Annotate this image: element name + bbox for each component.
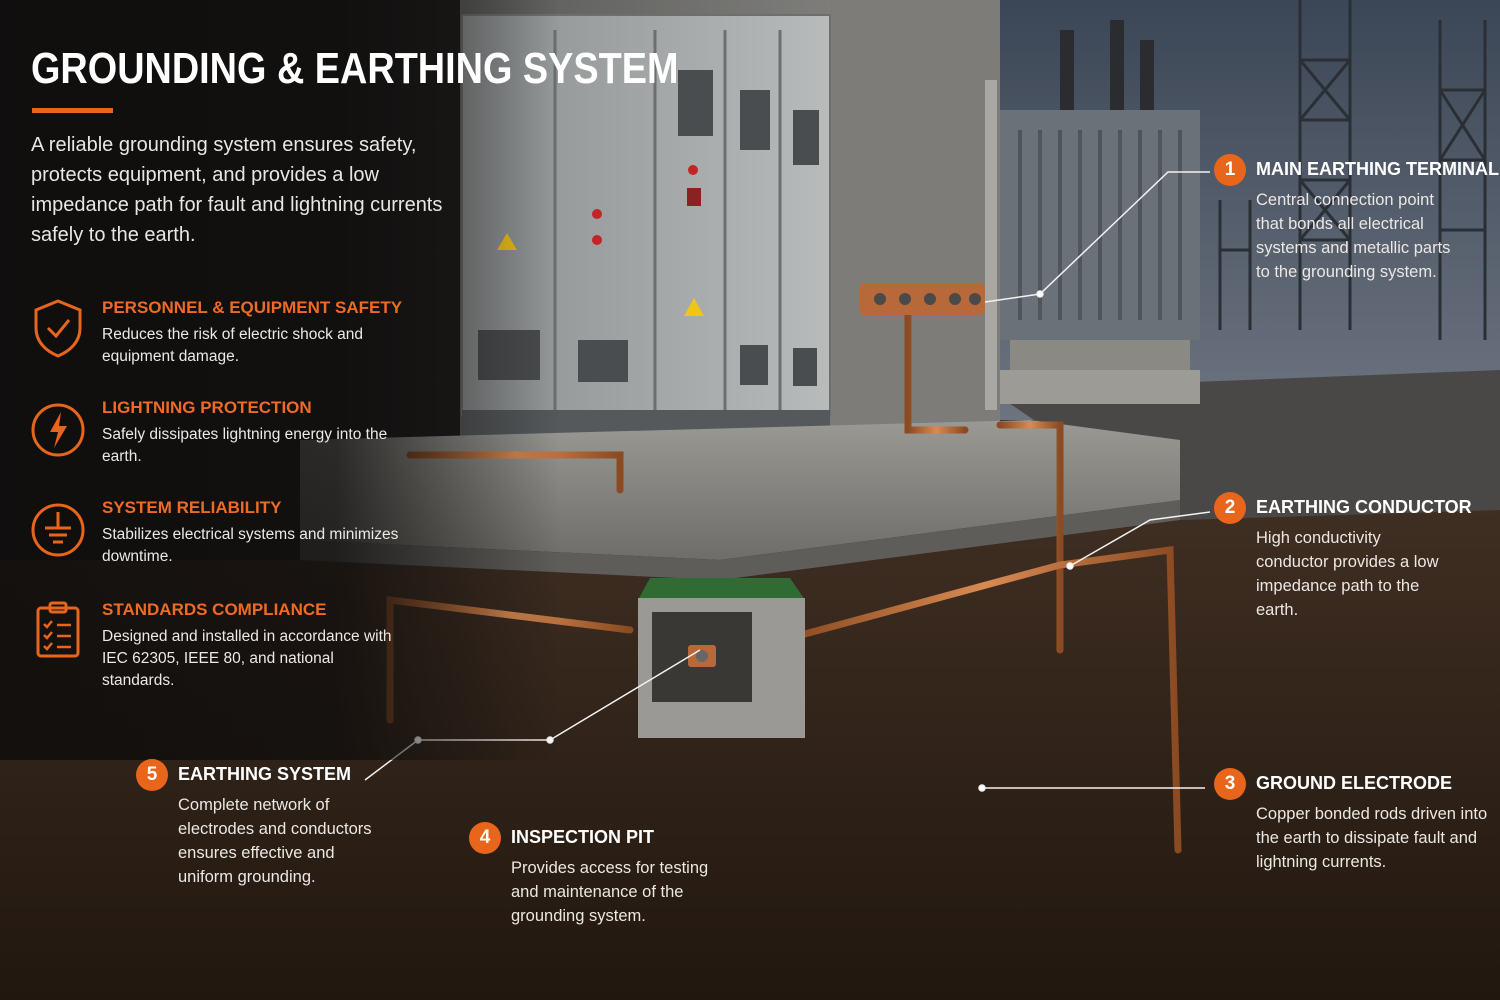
callout-number-badge: 1 [1214,154,1246,186]
feature-title: LIGHTNING PROTECTION [102,398,312,417]
title-underline [32,108,113,113]
callout-title: EARTHING SYSTEM [178,764,352,784]
callout-number-badge: 4 [469,822,501,854]
transformer [1000,20,1200,404]
page-title: GROUNDING & EARTHING SYSTEM [31,44,679,93]
callout-desc: Central connection point that bonds all … [1256,191,1451,281]
callout-title: INSPECTION PIT [511,827,655,847]
gravel-yard [990,370,1500,520]
transmission-towers [1218,0,1487,340]
feature-title: STANDARDS COMPLIANCE [102,600,327,619]
callout-desc: Complete network of electrodes and condu… [178,796,372,886]
feature-title: SYSTEM RELIABILITY [102,498,282,517]
callout-desc: High conductivity conductor provides a l… [1256,529,1439,619]
callout-desc: Provides access for testing and maintena… [511,859,709,925]
callout-title: EARTHING CONDUCTOR [1256,497,1472,517]
text-backdrop [0,0,560,760]
feature-title: PERSONNEL & EQUIPMENT SAFETY [102,298,403,317]
inspection-pit [638,578,805,738]
clipboard-checklist-icon [36,601,80,658]
intro-text: A reliable grounding system ensures safe… [31,134,443,246]
feature-desc: Stabilizes electrical systems and minimi… [102,526,399,565]
callout-number-badge: 5 [136,759,168,791]
callout-desc: Copper bonded rods driven into the earth… [1256,805,1488,871]
ground-symbol-icon [31,503,85,557]
feature-desc: Reduces the risk of electric shock and e… [102,326,364,365]
callout-title: GROUND ELECTRODE [1256,773,1453,793]
callout-number-badge: 3 [1214,768,1246,800]
lightning-icon [31,403,85,457]
callout-title: MAIN EARTHING TERMINAL [1256,159,1499,179]
callout-number-badge: 2 [1214,492,1246,524]
earthing-terminal-bar [860,283,985,315]
shield-check-icon [34,299,82,358]
feature-desc: Designed and installed in accordance wit… [102,628,392,689]
feature-desc: Safely dissipates lightning energy into … [102,426,388,465]
